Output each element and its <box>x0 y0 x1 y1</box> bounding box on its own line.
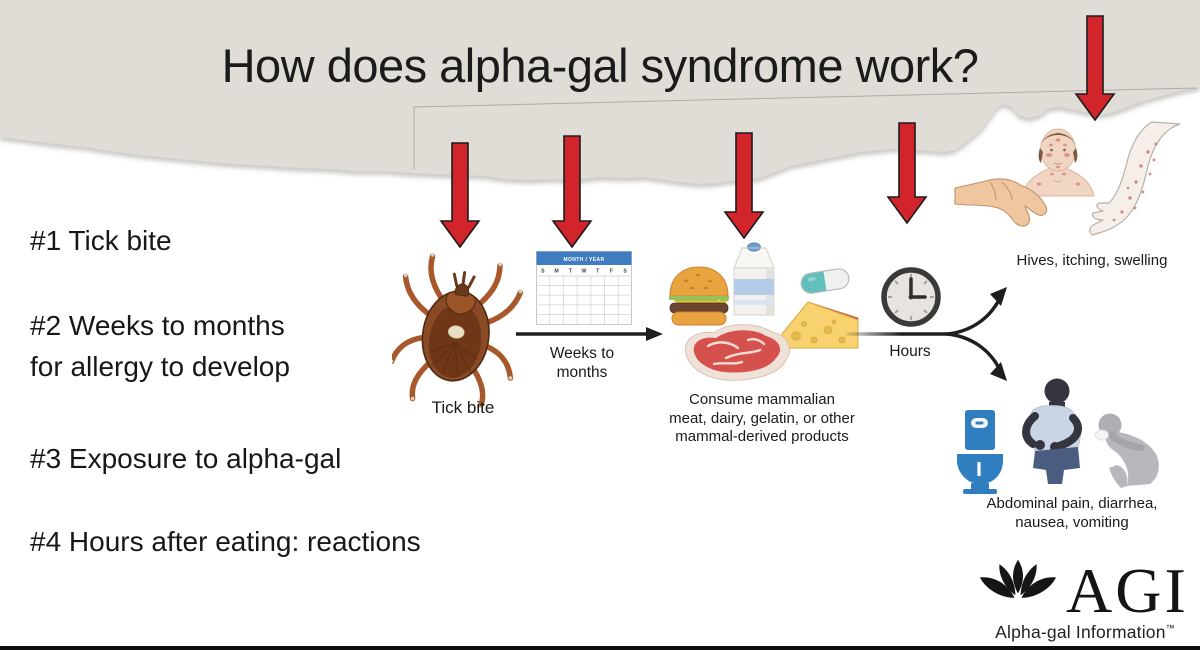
cheese-icon <box>781 301 859 349</box>
consume-caption: Consume mammalian meat, dairy, gelatin, … <box>652 391 872 447</box>
calendar-header-text: MONTH / YEAR <box>563 257 604 263</box>
tick-palps <box>452 271 476 289</box>
tick-body-inner <box>428 304 482 378</box>
gi-caption-line-2: nausea, vomiting <box>1015 513 1129 531</box>
step-3-exposure: #3 Exposure to alpha-gal <box>30 438 341 479</box>
step-3-line: #3 Exposure to alpha-gal <box>30 443 342 474</box>
steak-icon <box>684 324 790 381</box>
tick-festoons <box>428 342 478 378</box>
svg-text:M: M <box>554 269 558 275</box>
calendar-header-bar <box>536 251 632 265</box>
logo-acronym: AGI <box>1066 555 1189 626</box>
skin-reaction-caption: Hives, itching, swelling <box>1016 252 1168 269</box>
svg-text:T: T <box>596 269 600 275</box>
consume-caption-line-2: meat, dairy, gelatin, or other <box>669 409 855 427</box>
vomiting-person <box>1095 413 1159 488</box>
step-2-weeks-to-months: #2 Weeks to months for allergy to develo… <box>30 305 290 387</box>
tick-head <box>454 282 470 297</box>
arm-rash-dots <box>1112 142 1158 222</box>
clock-icon <box>881 267 941 327</box>
calendar-grid <box>536 275 632 324</box>
svg-text:W: W <box>582 269 587 275</box>
gi-reaction-caption: Abdominal pain, diarrhea, nausea, vomiti… <box>957 495 1187 532</box>
step-2-line-2: for allergy to develop <box>30 351 290 382</box>
abdominal-pain-person <box>1022 378 1082 484</box>
consume-caption-line-3: mammal-derived products <box>675 428 849 445</box>
step-4-reactions: #4 Hours after eating: reactions <box>30 521 421 562</box>
consume-caption-line-1: Consume mammalian <box>689 391 835 408</box>
weeks-caption-line-2: months <box>556 364 608 381</box>
tick-illustration <box>392 253 524 408</box>
person-with-hives <box>1021 128 1095 197</box>
svg-text:F: F <box>610 269 613 275</box>
figure-border-line <box>413 87 1198 169</box>
skin-reaction-illustration <box>954 121 1181 236</box>
logo-tagline: Alpha-gal Information™ <box>980 622 1190 643</box>
agi-logo: AGI Alpha-gal Information™ <box>972 558 1194 646</box>
tick-caption: Tick bite <box>431 398 495 417</box>
logo-name: Alpha-gal Information <box>995 622 1166 642</box>
weeks-caption-line-1: Weeks to <box>549 345 615 362</box>
burger-icon <box>669 266 729 326</box>
gi-reaction-illustration <box>957 378 1159 494</box>
svg-text:S: S <box>541 269 545 275</box>
weeks-to-months-caption: Weeks to months <box>532 344 632 382</box>
page-title: How does alpha-gal syndrome work? <box>221 39 979 92</box>
arm-with-rash <box>1089 121 1181 236</box>
clock-ticks <box>888 274 934 320</box>
hours-caption: Hours <box>889 343 931 360</box>
step-2-line-1: #2 Weeks to months <box>30 310 285 341</box>
calendar-day-letters: S M T W T F S <box>541 269 627 275</box>
calendar-illustration: MONTH / YEAR S M T W T F S <box>536 251 632 325</box>
food-cluster-illustration <box>669 242 859 381</box>
tick-lone-star-spot <box>447 325 465 339</box>
step-1-line: #1 Tick bite <box>30 225 172 256</box>
tick-legs <box>392 253 524 408</box>
gi-caption-line-1: Abdominal pain, diarrhea, <box>986 495 1158 512</box>
pill-icon <box>800 268 850 294</box>
step-1-tick-bite: #1 Tick bite <box>30 220 172 261</box>
lotus-icon <box>979 559 1057 598</box>
tick-leg-claws <box>392 253 523 408</box>
logo-trademark: ™ <box>1165 623 1175 634</box>
bottom-edge-bar <box>0 646 1200 650</box>
milk-carton-icon <box>733 242 775 316</box>
toilet-icon <box>957 410 1003 494</box>
scratching-hand <box>954 178 1048 227</box>
svg-text:S: S <box>623 269 627 275</box>
step-4-line: #4 Hours after eating: reactions <box>30 526 421 557</box>
svg-text:T: T <box>569 269 573 275</box>
hives-blotches <box>1036 138 1081 186</box>
